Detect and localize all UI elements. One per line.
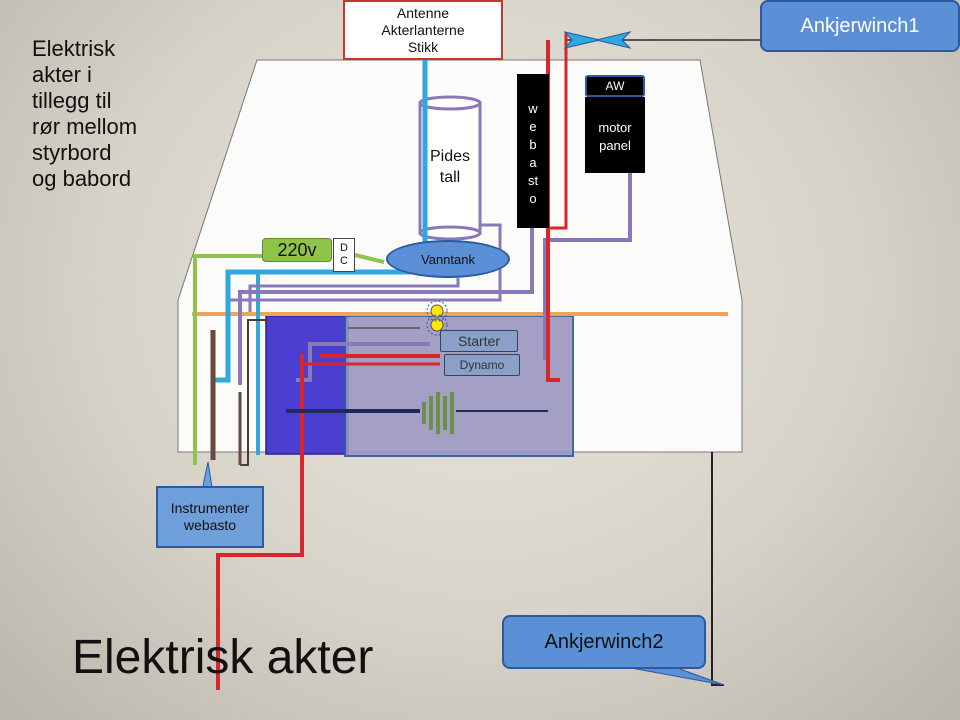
- pidestall-label: Pides tall: [420, 146, 480, 188]
- engine-room-left: [265, 315, 349, 455]
- webasto-letter: e: [529, 119, 537, 134]
- webasto-instr-label: webasto: [183, 517, 237, 533]
- side-note: Elektrisk akter i tillegg til rør mellom…: [32, 36, 138, 191]
- ankerwinch2-label: Ankjerwinch2: [502, 615, 706, 669]
- motor-label: motor: [598, 120, 632, 135]
- pidestall-line2: tall: [439, 169, 461, 186]
- dc-box: D C: [333, 238, 355, 272]
- purple-cable-webasto: [238, 228, 534, 385]
- ankerwinch1-pointer: [563, 31, 601, 49]
- purple-cable-motor: [543, 173, 632, 360]
- red-cable-instr: [216, 354, 304, 690]
- instrumenter-label: Instrumenter: [170, 500, 250, 516]
- antenne-box: Antenne Akterlanterne Stikk: [343, 0, 503, 60]
- instrumenter-box: Instrumenter webasto: [156, 486, 264, 548]
- webasto-unit: w e b a st o: [517, 74, 549, 228]
- green-cable: [193, 254, 262, 465]
- green-cable-dc: [354, 253, 385, 264]
- pidestall-tank: [418, 95, 482, 241]
- dark-cable-ankerwinch2: [711, 452, 724, 686]
- webasto-letter: a: [529, 155, 537, 170]
- panel-label: panel: [599, 138, 631, 153]
- pidestall-line1: Pides: [429, 148, 471, 165]
- battery-symbol: [286, 392, 548, 434]
- webasto-letter: w: [528, 101, 538, 116]
- red-cable-webasto: [549, 32, 568, 230]
- webasto-letter: b: [529, 137, 537, 152]
- antenne-label: Antenne: [396, 4, 450, 21]
- ankerwinch1-pointer-b: [595, 31, 632, 49]
- indicator-lamps: [426, 300, 448, 336]
- akterlanterne-label: Akterlanterne: [381, 21, 465, 38]
- starter-label: Starter: [440, 330, 518, 352]
- dynamo-label: Dynamo: [444, 354, 520, 376]
- vanntank-label: Vanntank: [386, 240, 510, 278]
- dc-label-d: D: [340, 242, 348, 254]
- ankerwinch1-label: Ankjerwinch1: [760, 0, 960, 52]
- webasto-letter: st: [527, 173, 539, 188]
- motor-panel: motor panel: [585, 97, 645, 173]
- dc-label-c: C: [340, 255, 348, 267]
- webasto-letter: o: [529, 191, 537, 206]
- stikk-label: Stikk: [407, 38, 439, 55]
- aw-label: AW: [585, 75, 645, 97]
- blue-cable: [212, 60, 428, 383]
- dark-cable: [240, 319, 268, 466]
- power-220v-label: 220v: [262, 238, 332, 262]
- page-title: Elektrisk akter: [72, 631, 374, 684]
